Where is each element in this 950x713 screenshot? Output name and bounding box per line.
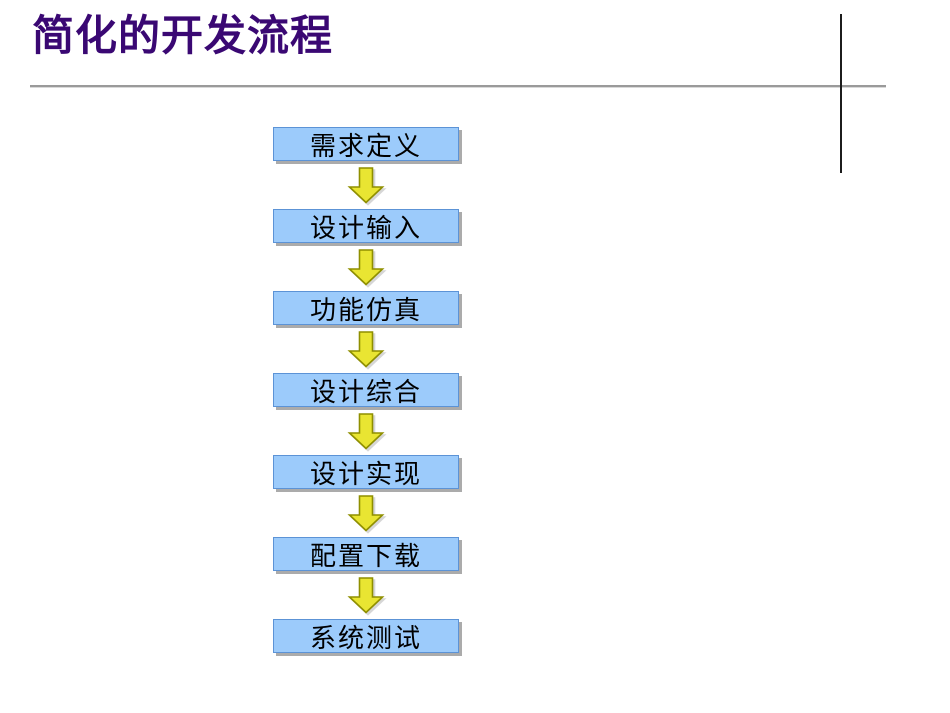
slide-title: 简化的开发流程	[32, 11, 334, 60]
flowchart: 需求定义 设计输入 功能仿真 设计综合	[273, 127, 459, 654]
flow-connector	[347, 489, 385, 537]
flow-step-label: 需求定义	[309, 131, 422, 162]
flow-connector	[347, 243, 385, 291]
flow-step-box: 系统测试	[273, 619, 459, 654]
flow-connector	[347, 161, 385, 209]
down-arrow-icon	[347, 494, 385, 532]
flow-step-label: 设计实现	[309, 459, 422, 490]
flow-step-box: 需求定义	[273, 127, 459, 162]
flow-connector	[347, 571, 385, 619]
flow-step-label: 功能仿真	[309, 295, 422, 326]
down-arrow-icon	[347, 248, 385, 286]
vertical-rule	[840, 14, 842, 173]
flow-connector	[347, 325, 385, 373]
title-underline	[30, 85, 886, 87]
down-arrow-icon	[347, 166, 385, 204]
flow-step-label: 设计综合	[309, 377, 422, 408]
down-arrow-icon	[347, 576, 385, 614]
flow-step-label: 系统测试	[309, 623, 422, 654]
flow-step-box: 设计综合	[273, 373, 459, 408]
down-arrow-icon	[347, 330, 385, 368]
down-arrow-icon	[347, 412, 385, 450]
flow-step-label: 设计输入	[309, 213, 422, 244]
flow-step-box: 功能仿真	[273, 291, 459, 326]
flow-step-box: 配置下载	[273, 537, 459, 572]
flow-step-box: 设计输入	[273, 209, 459, 244]
flow-step-box: 设计实现	[273, 455, 459, 490]
flow-step-label: 配置下载	[309, 541, 422, 572]
flow-connector	[347, 407, 385, 455]
